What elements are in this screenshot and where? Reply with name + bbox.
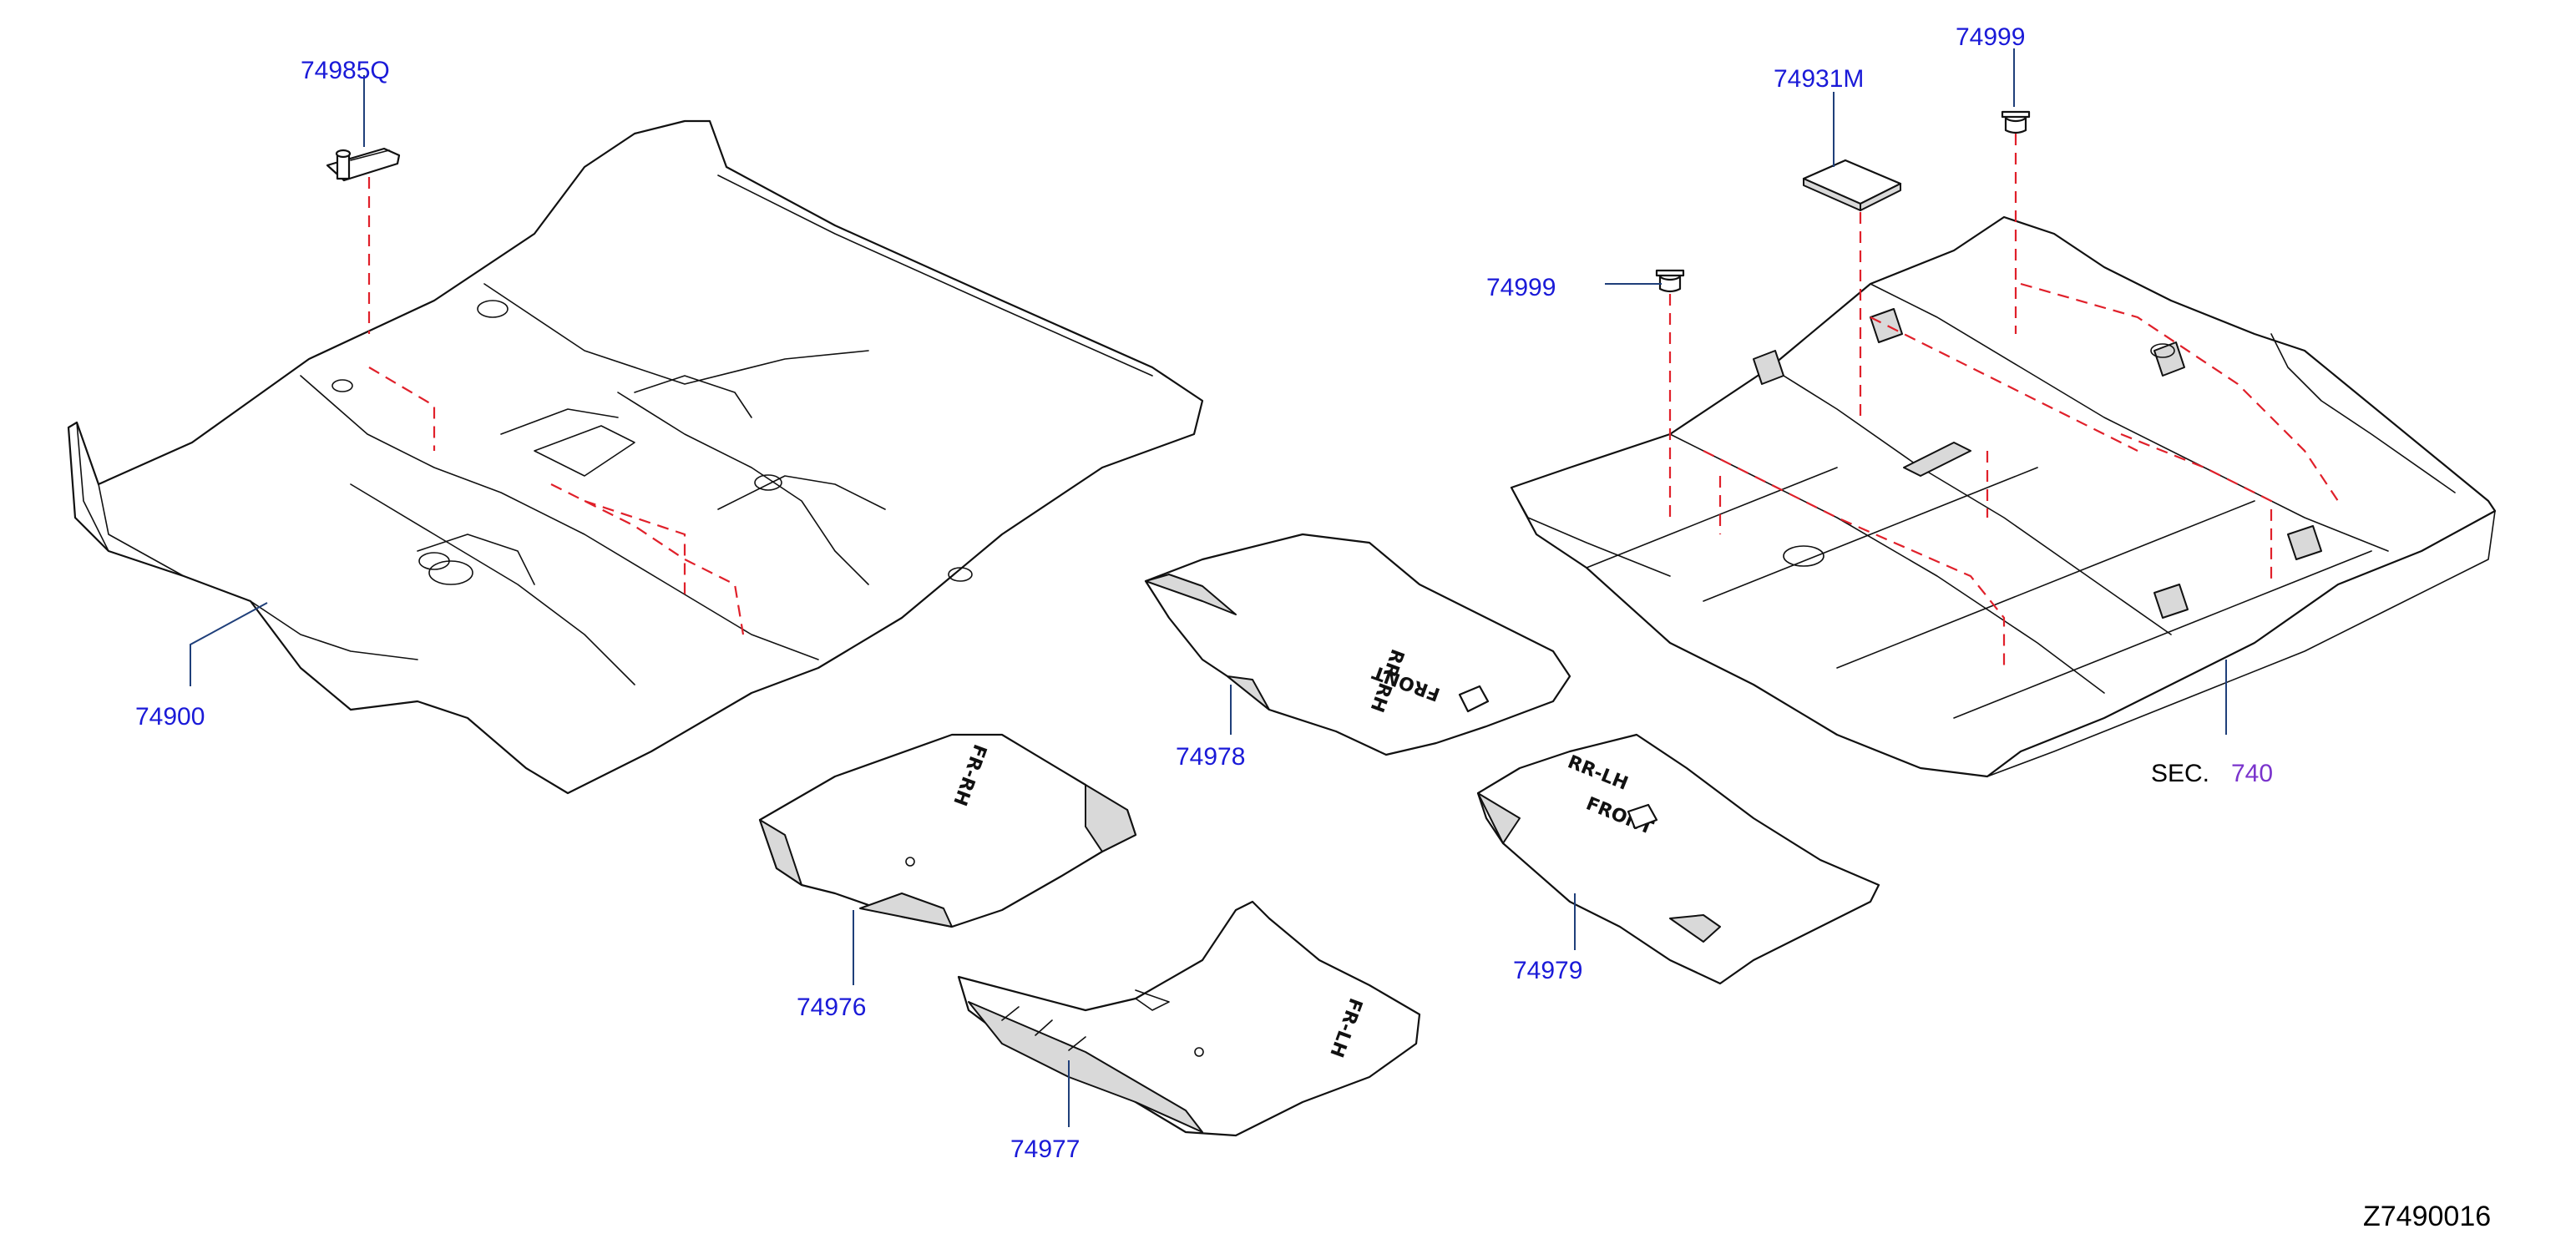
front-mat-rh-74976: FR-RH: [758, 733, 1137, 928]
front-mat-lh-74977: FR-LH: [957, 900, 1421, 1137]
section-reference-prefix: SEC.: [2151, 760, 2209, 787]
insulator-pad-74931M: [1802, 159, 1902, 211]
floor-carpet-74900: [67, 119, 1204, 795]
section-reference-number: 740: [2231, 760, 2273, 787]
rear-mat-rh-74978: RR-RH FRONT: [1144, 533, 1571, 756]
clip-74999-top: [2001, 110, 2031, 134]
part-number-74931M: 74931M: [1774, 65, 1864, 93]
assembly-guide-lines: [367, 134, 2339, 668]
clip-74999-left: [1655, 269, 1685, 293]
diagram-id: Z7490016: [2363, 1201, 2491, 1232]
part-number-74999-top: 74999: [1956, 23, 2025, 51]
part-number-74999-left: 74999: [1486, 274, 1556, 301]
part-number-74976: 74976: [797, 994, 866, 1021]
leader-lines: [190, 48, 2227, 1127]
part-number-74978: 74978: [1176, 743, 1245, 771]
part-number-74985Q: 74985Q: [301, 57, 390, 84]
floor-panel-sec-740: [1510, 215, 2497, 778]
part-number-74977: 74977: [1010, 1135, 1080, 1163]
rear-mat-lh-74979: RR-LH FRONT: [1476, 733, 1880, 985]
clip-74985Q: [326, 147, 401, 182]
part-number-74900: 74900: [135, 703, 205, 731]
part-number-74979: 74979: [1513, 957, 1582, 984]
